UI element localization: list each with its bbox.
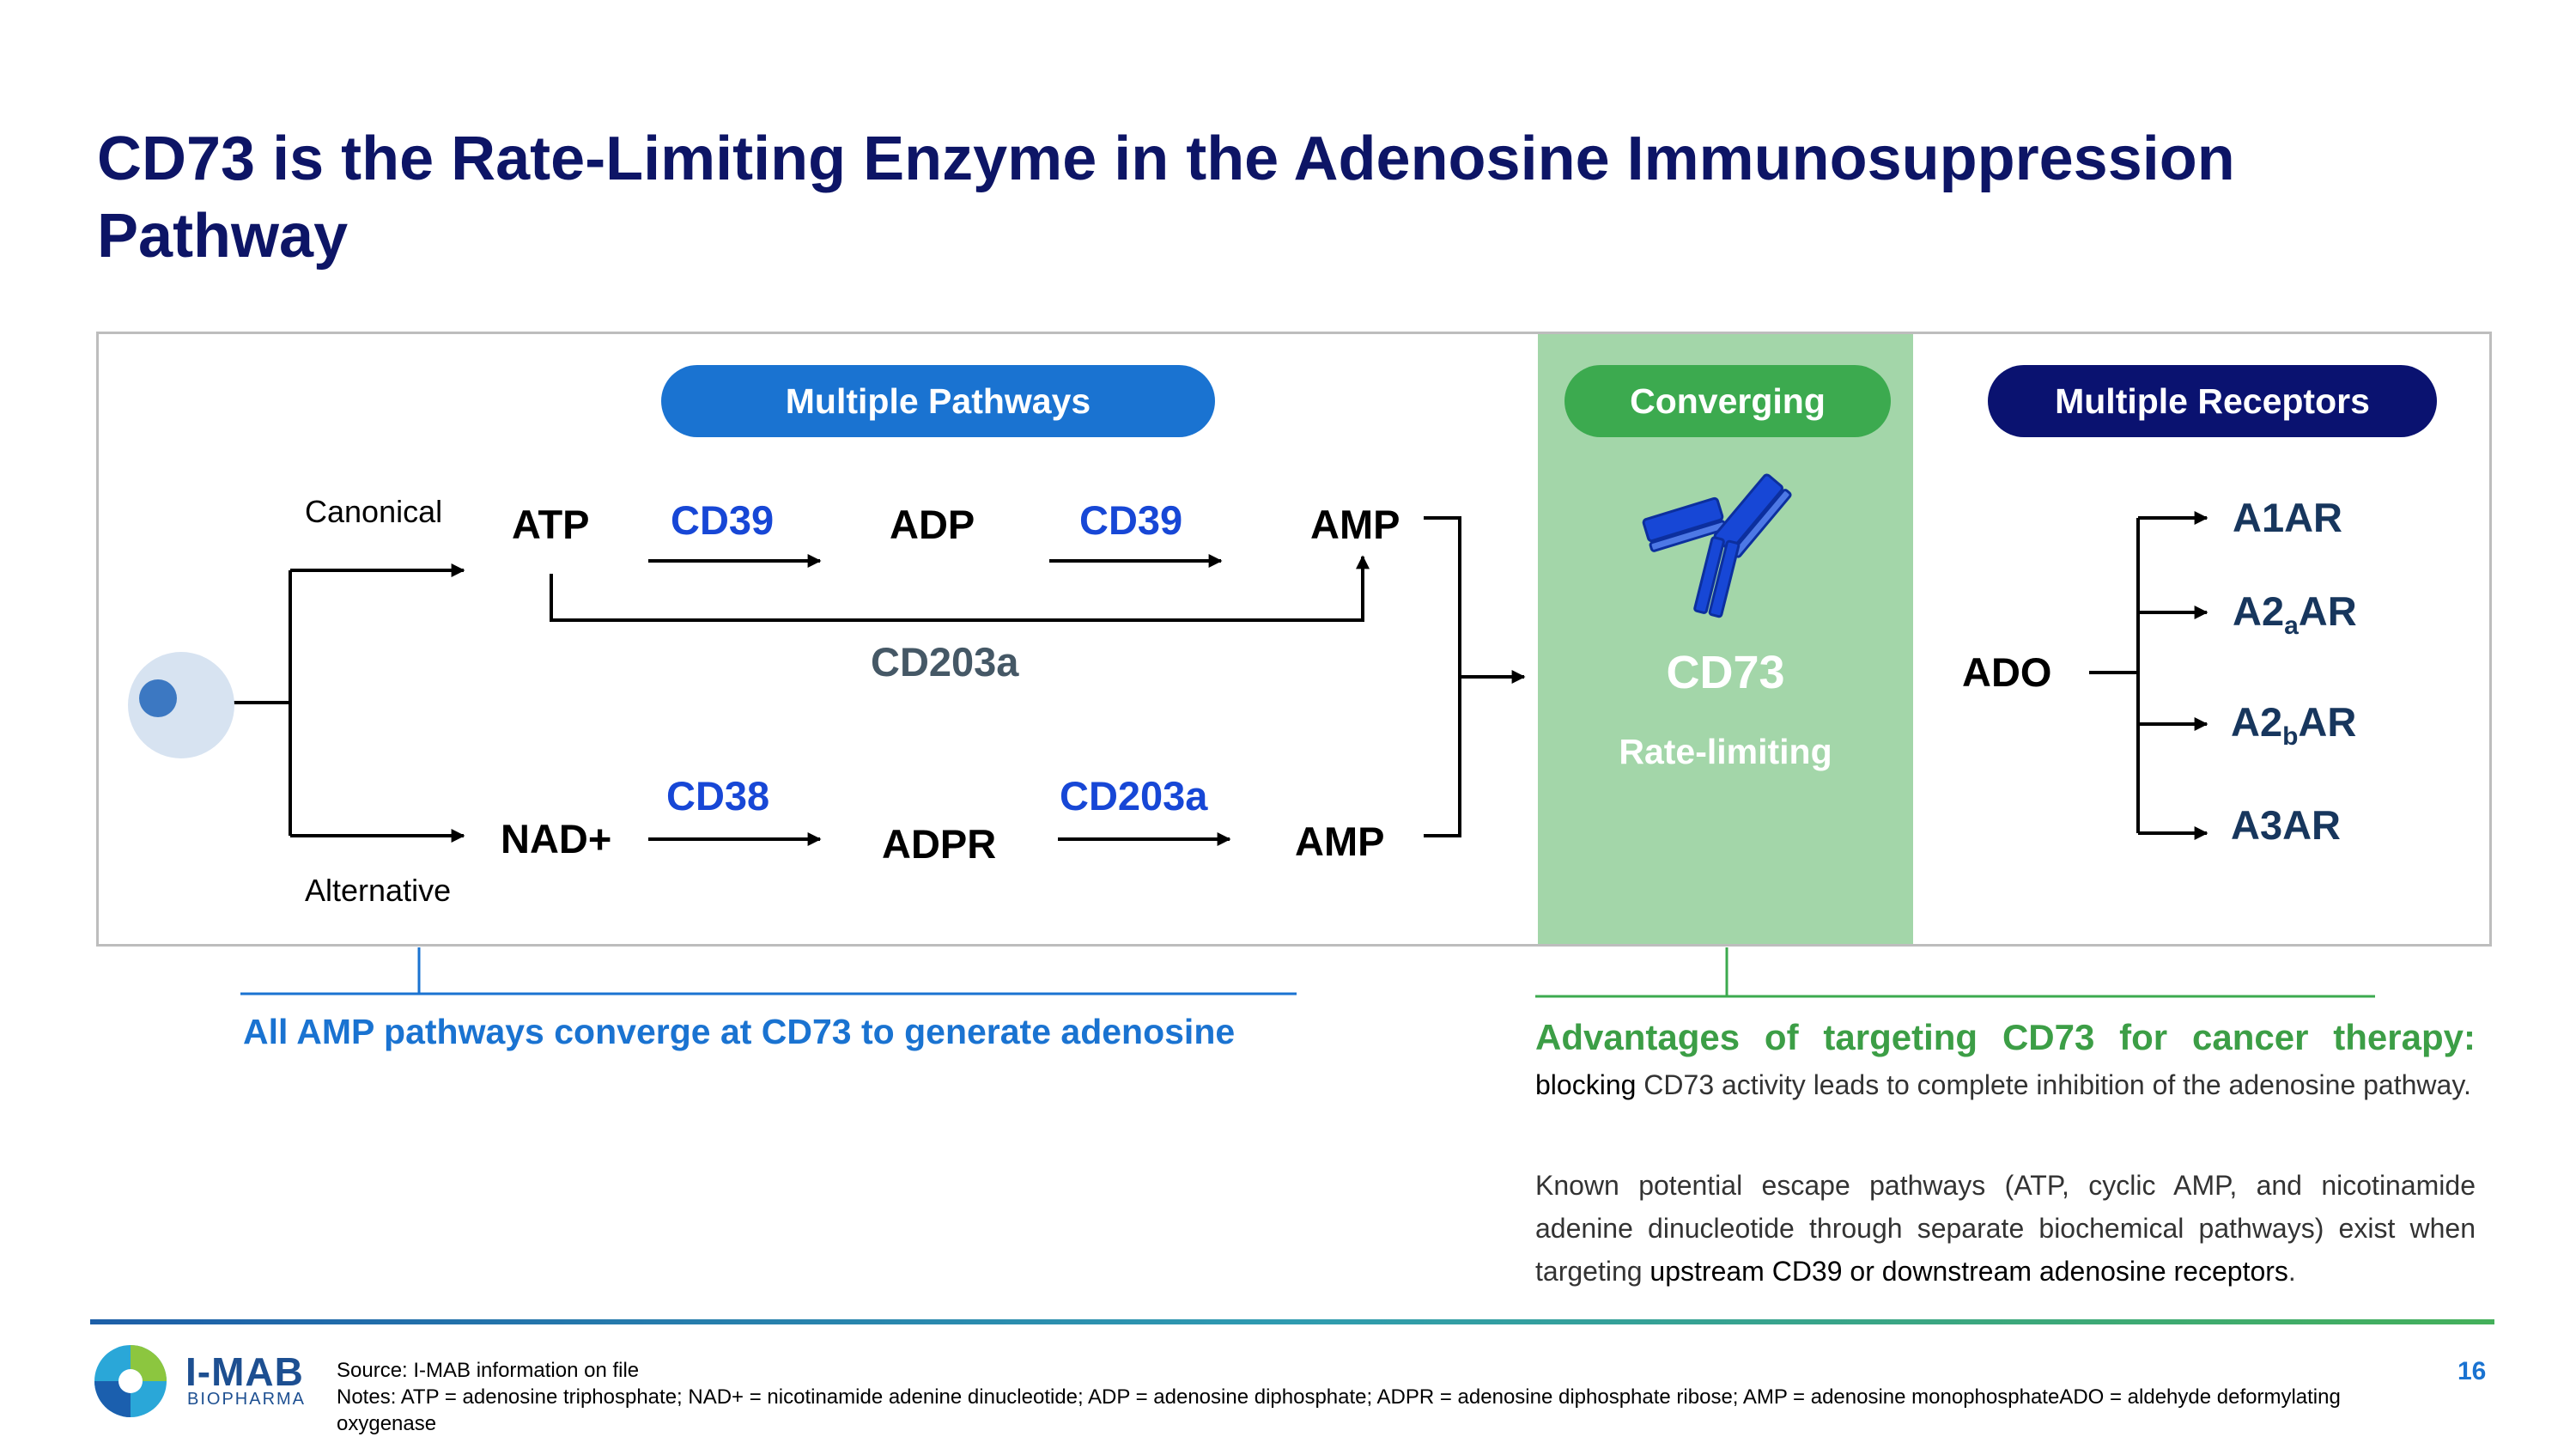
cd39-enzyme-1: CD39	[671, 497, 775, 543]
rate-limiting-label: Rate-limiting	[1619, 732, 1832, 771]
alternative-label: Alternative	[305, 873, 452, 908]
abbreviations-note: Notes: ATP = adenosine triphosphate; NAD…	[337, 1385, 2341, 1435]
cd39-enzyme-2: CD39	[1079, 497, 1183, 543]
diagram-frame	[96, 332, 2492, 947]
ado-label: ADO	[1962, 649, 2052, 695]
receptor-a1ar: A1AR	[2233, 495, 2342, 540]
cd203a-bypass-enzyme: CD203a	[871, 639, 1019, 685]
advantages-paragraph-2: Known potential escape pathways (ATP, cy…	[1535, 1170, 2476, 1287]
source-note: Source: I-MAB information on file	[337, 1359, 640, 1382]
converging-pill: Converging	[1564, 365, 1891, 437]
imab-logo-text: I-MAB	[185, 1349, 304, 1394]
multiple-receptors-pill: Multiple Receptors	[1988, 365, 2437, 437]
antibody-icon	[1642, 473, 1792, 618]
page-title: CD73 is the Rate-Limiting Enzyme in the …	[97, 125, 2235, 271]
biopharma-logo-text: BIOPHARMA	[187, 1390, 307, 1409]
page-number: 16	[2458, 1357, 2487, 1385]
multiple-pathways-pill: Multiple Pathways	[661, 365, 1215, 437]
atp-label: ATP	[512, 502, 590, 547]
advantages-heading: Advantages of targeting CD73 for cancer …	[1535, 1017, 2476, 1057]
cell-icon	[128, 652, 234, 758]
receptor-a3ar: A3AR	[2231, 802, 2341, 848]
footer-divider	[90, 1319, 2494, 1324]
nad-label: NAD+	[501, 816, 612, 861]
receptor-a2aar: A2aAR	[2233, 588, 2357, 640]
cd203a-enzyme: CD203a	[1060, 773, 1208, 819]
cd73-label: CD73	[1666, 647, 1785, 698]
advantages-paragraph-1: blocking CD73 activity leads to complete…	[1535, 1069, 2471, 1100]
receptor-a2bar: A2bAR	[2231, 699, 2357, 751]
adp-label: ADP	[890, 502, 975, 547]
adpr-label: ADPR	[882, 821, 997, 867]
amp-label-canonical: AMP	[1310, 502, 1400, 547]
amp-label-alternative: AMP	[1295, 819, 1385, 864]
imab-logo-icon	[94, 1345, 167, 1417]
canonical-label: Canonical	[305, 494, 443, 529]
cd38-enzyme: CD38	[666, 773, 770, 819]
convergence-caption: All AMP pathways converge at CD73 to gen…	[243, 1012, 1236, 1051]
